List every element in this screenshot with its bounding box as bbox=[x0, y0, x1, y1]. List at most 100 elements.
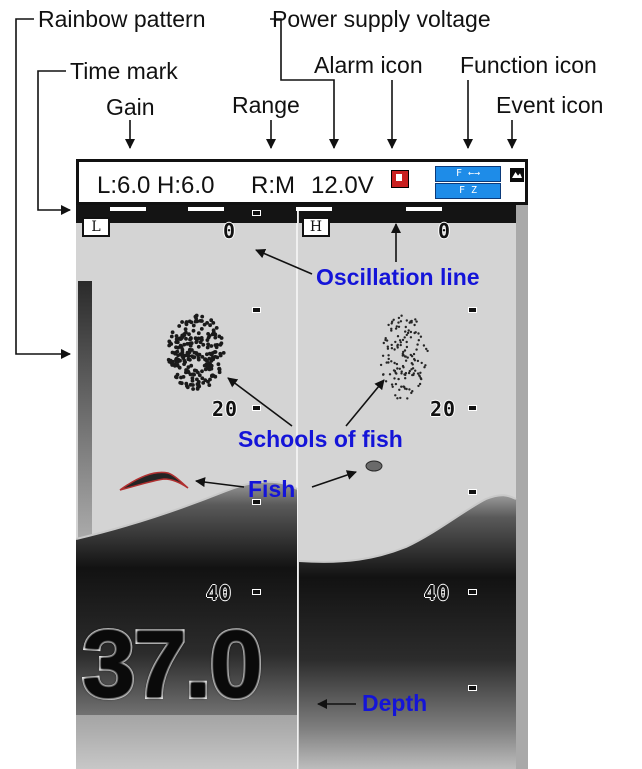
fish-dot bbox=[402, 350, 405, 354]
fish-dot bbox=[205, 345, 210, 350]
fish-dot bbox=[174, 360, 179, 364]
fish-dot bbox=[174, 337, 179, 341]
fish-dot bbox=[202, 322, 207, 327]
fish-dot bbox=[213, 335, 218, 340]
fish-dot bbox=[392, 318, 395, 321]
schools-of-fish-label: Schools of fish bbox=[238, 426, 403, 452]
power-supply-voltage-label: Power supply voltage bbox=[272, 6, 491, 32]
fishfinder-screen: L:6.0 H:6.0 R:M 12.0V F ←→ F Z L H 0 20 … bbox=[76, 159, 528, 769]
fish-dot bbox=[400, 372, 403, 375]
tick-left bbox=[252, 307, 261, 313]
fish-dot bbox=[401, 338, 405, 342]
tick-left bbox=[252, 405, 261, 411]
fish-dot bbox=[199, 336, 204, 340]
function-icon-top: F ←→ bbox=[435, 166, 501, 182]
fish-dot bbox=[200, 369, 204, 374]
fish-dot bbox=[405, 340, 408, 344]
fish-dot bbox=[413, 331, 416, 335]
fish-dot bbox=[174, 356, 179, 361]
fish-dot bbox=[211, 321, 216, 325]
fish-dot bbox=[207, 351, 212, 356]
fish-dot bbox=[201, 342, 206, 347]
fish-arch-left bbox=[119, 471, 189, 491]
fish-dot bbox=[215, 343, 220, 347]
fish-dot bbox=[408, 321, 411, 324]
fish-dot bbox=[410, 362, 413, 365]
fish-dot bbox=[416, 343, 419, 346]
fish-dot bbox=[396, 397, 399, 400]
fish-dot bbox=[191, 387, 195, 391]
fish-dot bbox=[189, 320, 194, 325]
time-mark-leader bbox=[37, 70, 71, 215]
fish-dot bbox=[414, 369, 417, 372]
fish-dot bbox=[410, 368, 413, 371]
fish-dot bbox=[217, 334, 222, 339]
fish-dot bbox=[213, 354, 218, 359]
fish-dot bbox=[423, 366, 426, 369]
fish-dot bbox=[201, 381, 206, 385]
bottom-echo-right bbox=[299, 495, 516, 769]
fish-dot bbox=[188, 357, 192, 362]
fish-dot bbox=[408, 388, 411, 391]
depth-label: Depth bbox=[362, 690, 428, 716]
depth-mark-40-left: 40 bbox=[206, 581, 233, 605]
fish-dot bbox=[398, 339, 402, 342]
fish-dot bbox=[193, 336, 198, 341]
fish-dot bbox=[190, 378, 195, 383]
fish-dot bbox=[387, 354, 390, 357]
fish-dot bbox=[406, 356, 409, 359]
fish-dot bbox=[206, 379, 210, 384]
function-icon-label: Function icon bbox=[460, 52, 597, 78]
fish-dot bbox=[405, 345, 409, 349]
fish-dot bbox=[408, 369, 411, 373]
fish-dot bbox=[170, 330, 175, 335]
fish-dot bbox=[182, 362, 186, 366]
fish-dot bbox=[195, 377, 199, 382]
fish-dot bbox=[399, 341, 402, 344]
fish-dot bbox=[174, 345, 178, 350]
fish-dot bbox=[174, 334, 179, 338]
fish-dot bbox=[191, 328, 196, 333]
alarm-icon-label: Alarm icon bbox=[314, 52, 423, 78]
fish-dot bbox=[417, 332, 420, 335]
fish-dot bbox=[411, 390, 414, 393]
fish-dot bbox=[404, 330, 407, 333]
fish-dot bbox=[416, 359, 420, 363]
echo-display bbox=[76, 205, 528, 769]
fish-dot bbox=[415, 320, 418, 323]
fish-dot bbox=[198, 319, 203, 323]
rainbow-pattern-bar bbox=[78, 281, 92, 599]
fish-dot bbox=[207, 356, 212, 361]
fish-dot bbox=[184, 381, 189, 386]
fish-dot bbox=[407, 329, 410, 332]
event-icon bbox=[510, 168, 524, 182]
fish-dot bbox=[184, 336, 188, 341]
high-frequency-badge: H bbox=[302, 217, 330, 237]
fish-dot bbox=[387, 361, 390, 364]
power-supply-voltage-leader bbox=[270, 18, 339, 149]
oscillation-line-label: Oscillation line bbox=[316, 264, 480, 290]
fish-dot bbox=[221, 351, 226, 355]
fish-dot bbox=[216, 362, 221, 367]
tick-left bbox=[252, 499, 261, 505]
fish-dot bbox=[403, 387, 407, 390]
fish-school-left bbox=[166, 313, 226, 391]
fish-dot bbox=[397, 321, 400, 324]
fish-dot bbox=[203, 367, 208, 372]
fish-dot bbox=[177, 365, 182, 370]
fish-school-right bbox=[379, 314, 429, 400]
fish-dot bbox=[197, 373, 202, 378]
fish-dot bbox=[418, 382, 422, 386]
fish-dot bbox=[202, 363, 207, 368]
fish-dot bbox=[420, 361, 423, 365]
fish-dot bbox=[209, 318, 214, 323]
fish-dot bbox=[188, 343, 193, 348]
fish-dot bbox=[195, 387, 200, 391]
fish-dot bbox=[178, 358, 182, 363]
tick-left bbox=[252, 210, 261, 216]
fish-dot bbox=[420, 377, 423, 381]
fish-dot bbox=[397, 377, 400, 381]
fish-dot bbox=[217, 366, 222, 371]
fish-dot bbox=[404, 371, 408, 375]
